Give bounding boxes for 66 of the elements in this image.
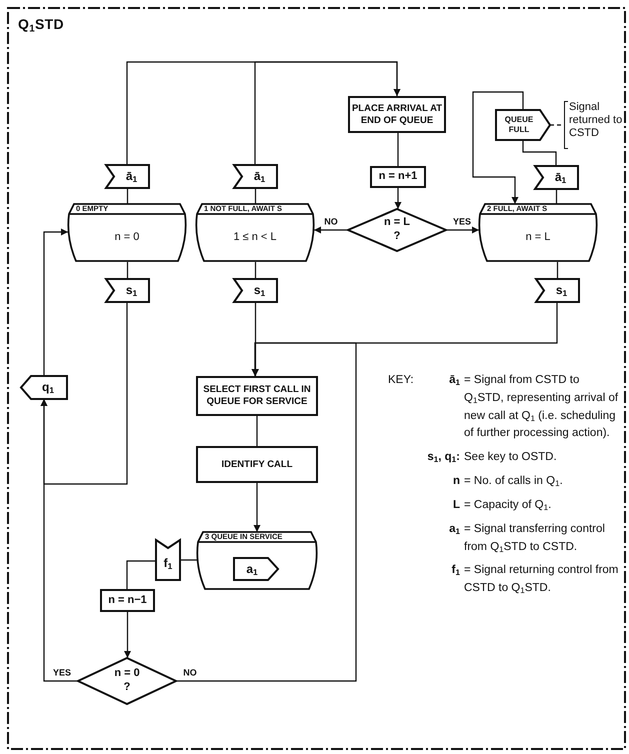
arrow [254, 483, 260, 532]
edge-label: YES [52, 668, 72, 678]
output-signal-symbol: QUEUE FULL [496, 110, 550, 140]
edge-label: NO [323, 218, 339, 226]
key-symbol: L [452, 498, 460, 513]
input-signal-symbol: s$_{1}$ [536, 279, 579, 302]
state-symbol [479, 204, 597, 262]
output-signal-symbol: a$_{1}$ [234, 558, 278, 580]
key-symbol: ā$_{1}$ [448, 373, 460, 389]
arrow [446, 226, 479, 234]
output-signal-symbol: q$_{1}$ [21, 376, 67, 399]
state-condition: 1 ≤ n < L [233, 231, 277, 245]
decision-diamond: n = 0 ? [78, 658, 176, 704]
dashed-leader-line [550, 124, 564, 126]
input-signal-symbol: f$_{1}$ [156, 540, 180, 580]
arrow [252, 302, 259, 376]
arrow [314, 226, 348, 234]
arrow [176, 342, 357, 682]
connector-line [126, 188, 128, 204]
arrow [43, 228, 68, 376]
connector-line [126, 560, 156, 589]
process-box: n = n−1 [100, 589, 155, 612]
diagram-title: Q$_{1}$STD [18, 16, 64, 32]
key-description: = Signal from CSTD to Q$_{1}$STD, representing arrival of new call at Q$_{1}$ (i.e. scheduling of further processing action). [464, 373, 620, 442]
connector-line [254, 262, 256, 279]
key-heading: KEY: [388, 373, 415, 388]
key-description: = Signal returning control from CSTD to Q$_{1}$STD. [464, 563, 620, 598]
process-box: PLACE ARRIVAL AT END OF QUEUE [348, 96, 446, 133]
input-signal-symbol: s$_{1}$ [234, 279, 277, 302]
connector-line [126, 262, 128, 279]
key-description: = Capacity of Q$_{1}$. [464, 498, 552, 514]
state-symbol [68, 204, 186, 262]
connector-line [556, 262, 558, 279]
connector-line [556, 189, 558, 204]
arrow [472, 91, 524, 204]
state-condition: n = 0 [114, 231, 140, 245]
edge-label: YES [452, 218, 472, 226]
edge-label: NO [182, 668, 198, 678]
key-symbol: a$_{1}$ [448, 522, 460, 538]
arrow [124, 612, 131, 658]
arrow [40, 399, 78, 682]
annotation-text: Signal returned to CSTD [564, 101, 626, 149]
key-symbol: s$_{1}$, q$_{1}$: [426, 450, 460, 466]
input-signal-symbol: s$_{1}$ [106, 279, 149, 302]
connector-line [522, 140, 557, 166]
key-description: = Signal transferring control from Q$_{1}$STD to CSTD. [464, 522, 606, 556]
state-condition: n = L [526, 231, 550, 245]
key-symbol: f$_{1}$ [450, 563, 460, 580]
process-box: SELECT FIRST CALL IN QUEUE FOR SERVICE [196, 376, 318, 416]
process-box: IDENTIFY CALL [196, 446, 318, 483]
connector-line [254, 188, 256, 204]
key-description: See key to OSTD. [464, 450, 558, 466]
key-symbol: n [452, 474, 460, 490]
arrow [394, 188, 402, 209]
state-symbol [196, 204, 314, 262]
decision-diamond: n = L ? [348, 209, 446, 251]
input-signal-symbol: ā$_{1}$ [535, 166, 578, 189]
state-symbol [197, 532, 317, 590]
connector-line [256, 416, 258, 446]
key-description: = No. of calls in Q$_{1}$. [464, 474, 564, 490]
connector-line [180, 559, 197, 561]
arrow [254, 61, 400, 165]
input-signal-symbol: ā$_{1}$ [234, 165, 277, 188]
connector-line [397, 133, 399, 166]
input-signal-symbol: ā$_{1}$ [106, 165, 149, 188]
process-box: n = n+1 [370, 166, 426, 188]
